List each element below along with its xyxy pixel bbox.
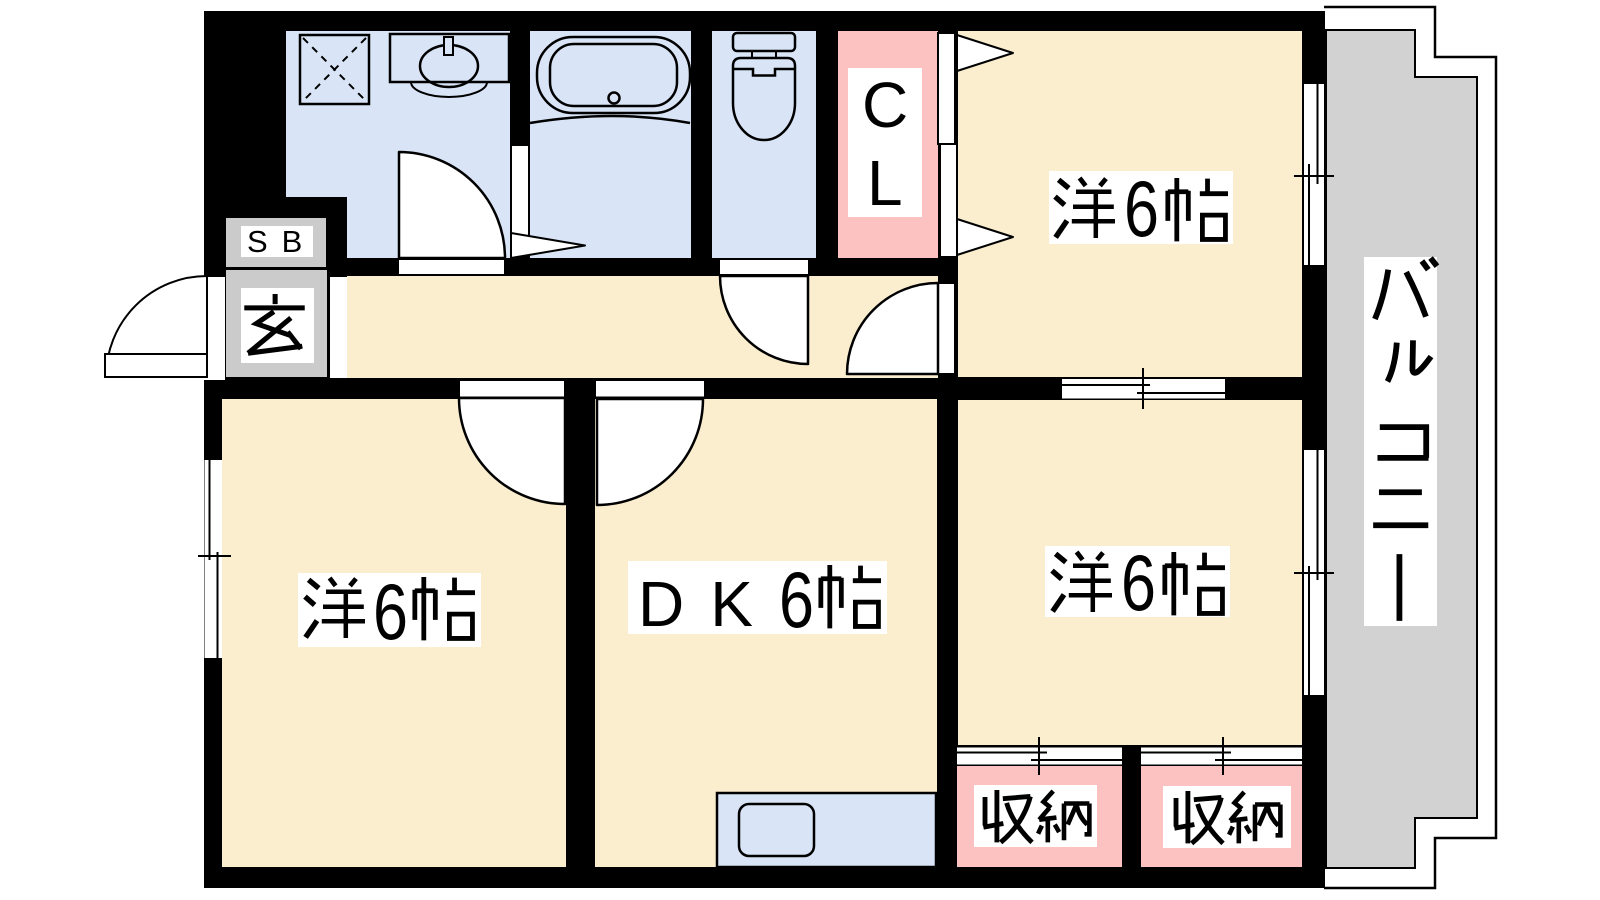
svg-text:6: 6: [1121, 538, 1156, 627]
svg-text:SB: SB: [247, 224, 316, 259]
svg-text:C: C: [862, 69, 908, 141]
svg-text:6: 6: [1124, 164, 1159, 253]
svg-text:6: 6: [779, 555, 814, 644]
svg-text:DK: DK: [638, 568, 779, 640]
svg-text:6: 6: [373, 567, 408, 656]
svg-text:L: L: [867, 147, 903, 219]
